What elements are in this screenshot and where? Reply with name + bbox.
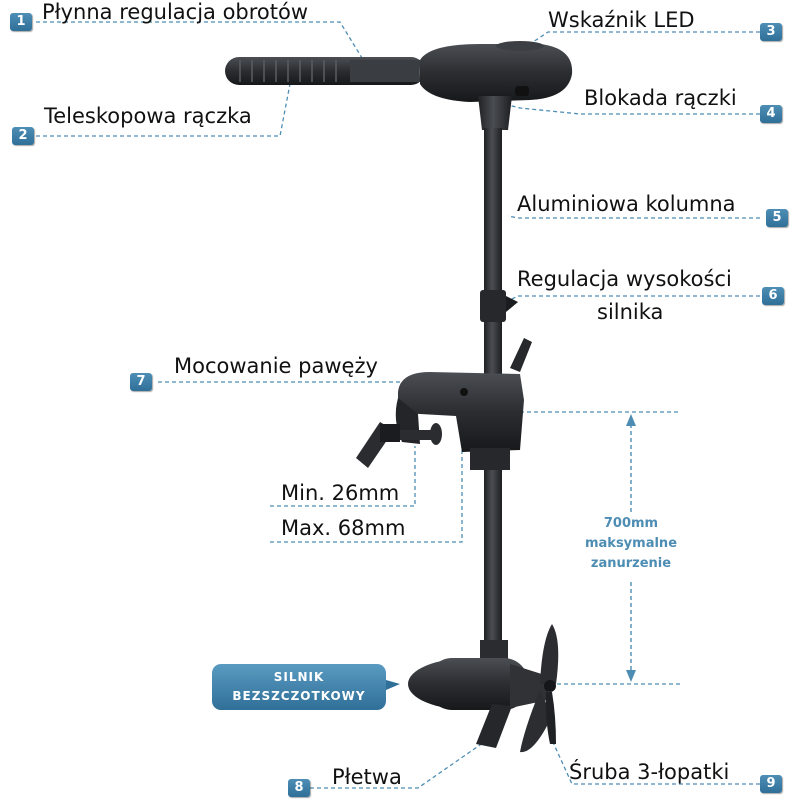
propeller <box>520 624 559 753</box>
label-max-thickness: Max. 68mm <box>281 516 406 540</box>
label-handle-lock: Blokada rączki <box>584 86 737 110</box>
label-propeller: Śruba 3-łopatki <box>569 760 730 784</box>
label-aluminium-column: Aluminiowa kolumna <box>517 192 736 216</box>
clamp-screw <box>356 422 442 468</box>
label-height-adjust-2: silnika <box>597 300 664 324</box>
callout-line-1: SILNIK <box>273 670 325 684</box>
head-housing <box>420 44 573 102</box>
badge-1: 1 <box>10 13 32 31</box>
brushless-motor-callout: SILNIK BEZSZCZOTKOWY <box>212 664 386 710</box>
max-depth-text: 700mm maksymalne zanurzenie <box>576 514 686 574</box>
depth-line-3: zanurzenie <box>590 556 672 571</box>
transom-bracket <box>398 372 524 452</box>
label-speed-control: Płynna regulacja obrotów <box>42 0 309 24</box>
badge-2: 2 <box>12 127 34 145</box>
badge-9: 9 <box>760 775 782 793</box>
label-transom-mount: Mocowanie pawęży <box>174 354 378 378</box>
label-telescopic-handle: Teleskopowa rączka <box>44 104 252 128</box>
tiller-handle <box>225 55 453 89</box>
badge-5: 5 <box>766 209 788 227</box>
callout-line-2: BEZSZCZOTKOWY <box>232 689 366 703</box>
depth-arrow <box>626 414 636 682</box>
badge-4: 4 <box>760 105 782 123</box>
badge-8: 8 <box>288 779 310 797</box>
badge-6: 6 <box>762 287 784 305</box>
depth-line-2: maksymalne <box>584 536 678 551</box>
label-fin: Płetwa <box>332 765 402 789</box>
label-min-thickness: Min. 26mm <box>281 481 400 505</box>
label-led-indicator: Wskaźnik LED <box>548 8 695 32</box>
badge-3: 3 <box>760 23 782 41</box>
badge-7: 7 <box>130 373 152 391</box>
label-height-adjust: Regulacja wysokości <box>517 267 732 291</box>
depth-line-1: 700mm <box>603 516 659 531</box>
